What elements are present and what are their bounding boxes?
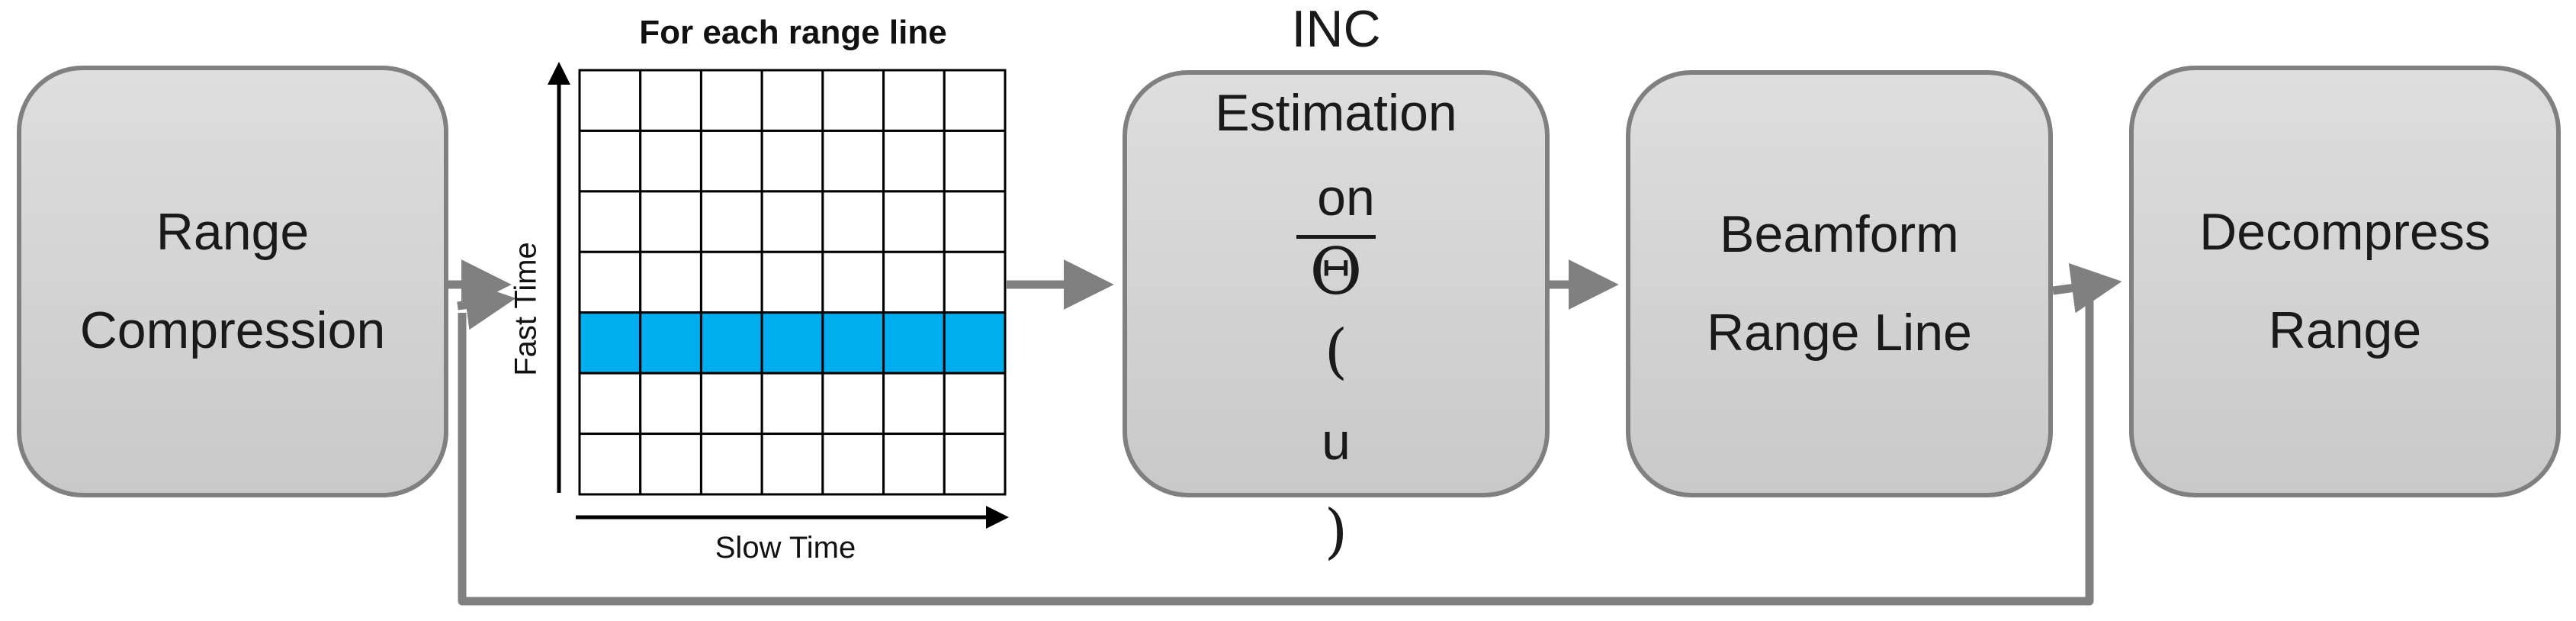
grid-cell [699, 190, 763, 253]
grid-cell [578, 69, 642, 132]
grid-cell [821, 190, 885, 253]
highlighted-range-cell [578, 311, 642, 375]
inc-estimation-line2: Estimation [1215, 84, 1457, 143]
close-paren: ) [1324, 497, 1348, 567]
u-variable: u [1322, 413, 1351, 471]
grid-cell [639, 190, 702, 253]
open-paren: ( [1324, 317, 1348, 386]
grid-cell [760, 372, 824, 436]
highlighted-range-cell [882, 311, 946, 375]
grid-cell [578, 129, 642, 193]
grid-cell [821, 69, 885, 132]
grid-cell [760, 129, 824, 193]
highlighted-range-cell [699, 311, 763, 375]
inc-estimation-formula: on Θ ( u ) [1286, 156, 1386, 581]
theta-bar-symbol: Θ [1286, 234, 1386, 304]
grid-cell [943, 190, 1007, 253]
range-compression-line1: Range [156, 202, 310, 261]
decompress-line2: Range [2268, 301, 2422, 359]
inc-estimation-box: INC Estimation on Θ ( u ) [1123, 0, 1550, 566]
fast-time-label: Fast Time [509, 242, 543, 376]
grid-cell [821, 129, 885, 193]
grid-cell [639, 372, 702, 436]
beamform-line2: Range Line [1707, 304, 1972, 362]
grid-title: For each range line [639, 14, 947, 51]
grid-cell [639, 69, 702, 132]
grid-cell [639, 250, 702, 314]
inc-estimation-line1: INC [1291, 0, 1381, 59]
grid-cell [760, 69, 824, 132]
grid-cell [882, 129, 946, 193]
grid-cell [882, 372, 946, 436]
range-time-grid [578, 69, 1007, 496]
grid-cell [578, 190, 642, 253]
highlighted-range-cell [821, 311, 885, 375]
grid-cell [943, 69, 1007, 132]
grid-cell [699, 69, 763, 132]
feedback-line [458, 285, 2094, 606]
grid-cell [821, 250, 885, 314]
decompress-line1: Decompress [2199, 202, 2491, 261]
grid-cell [760, 190, 824, 253]
grid-cell [578, 372, 642, 436]
beamform-line1: Beamform [1720, 204, 1959, 263]
grid-cell [882, 190, 946, 253]
grid-cell [578, 250, 642, 314]
grid-cell [760, 433, 824, 496]
grid-cell [639, 433, 702, 496]
grid-cell [699, 250, 763, 314]
range-compression-line2: Compression [79, 301, 386, 359]
grid-cell [943, 129, 1007, 193]
grid-cell [699, 372, 763, 436]
decompress-box: Decompress Range [2129, 66, 2561, 497]
grid-cell [760, 250, 824, 314]
grid-cell [882, 433, 946, 496]
highlighted-range-cell [760, 311, 824, 375]
grid-cell [943, 250, 1007, 314]
grid-cell [821, 433, 885, 496]
grid-cell [639, 129, 702, 193]
on-word: on [1317, 168, 1375, 227]
grid-cell [821, 372, 885, 436]
highlighted-range-cell [639, 311, 702, 375]
grid-cell [943, 372, 1007, 436]
grid-cell [882, 250, 946, 314]
beamform-box: Beamform Range Line [1626, 70, 2053, 497]
arrow-beamform-to-decompress [2052, 262, 2122, 314]
grid-cell [699, 129, 763, 193]
grid-cell [578, 433, 642, 496]
grid-cell [882, 69, 946, 132]
highlighted-range-cell [943, 311, 1007, 375]
grid-cell [943, 433, 1007, 496]
arrow-feedback-to-grid [457, 279, 516, 330]
range-compression-box: Range Compression [17, 66, 448, 497]
grid-cell [699, 433, 763, 496]
slow-time-label: Slow Time [715, 531, 856, 565]
